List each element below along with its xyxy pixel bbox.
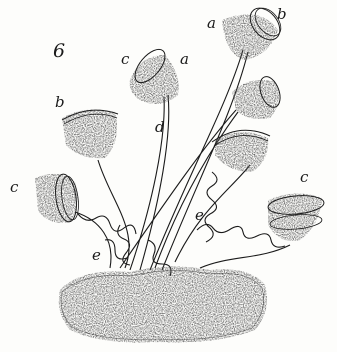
label-d-center: d [155, 120, 165, 135]
label-b-left: b [55, 95, 65, 110]
zooid-right-low [267, 193, 324, 241]
label-e-center: e [195, 208, 204, 223]
label-b-top: b [277, 7, 287, 22]
label-e-lower: e [92, 248, 101, 263]
label-c-upper: c [121, 52, 129, 67]
label-a-top: a [207, 16, 216, 31]
figure-number: 6 [53, 42, 65, 61]
zooid-right-lower [212, 130, 270, 172]
base-mass [59, 266, 267, 342]
label-c-left: c [10, 180, 18, 195]
zooid-upper-middle [129, 44, 178, 104]
zooid-cups [35, 2, 325, 241]
label-a-mid: a [180, 52, 189, 67]
label-c-right: c [300, 170, 308, 185]
zooid-left-lower [35, 173, 81, 223]
zooid-left-middle [62, 110, 118, 159]
